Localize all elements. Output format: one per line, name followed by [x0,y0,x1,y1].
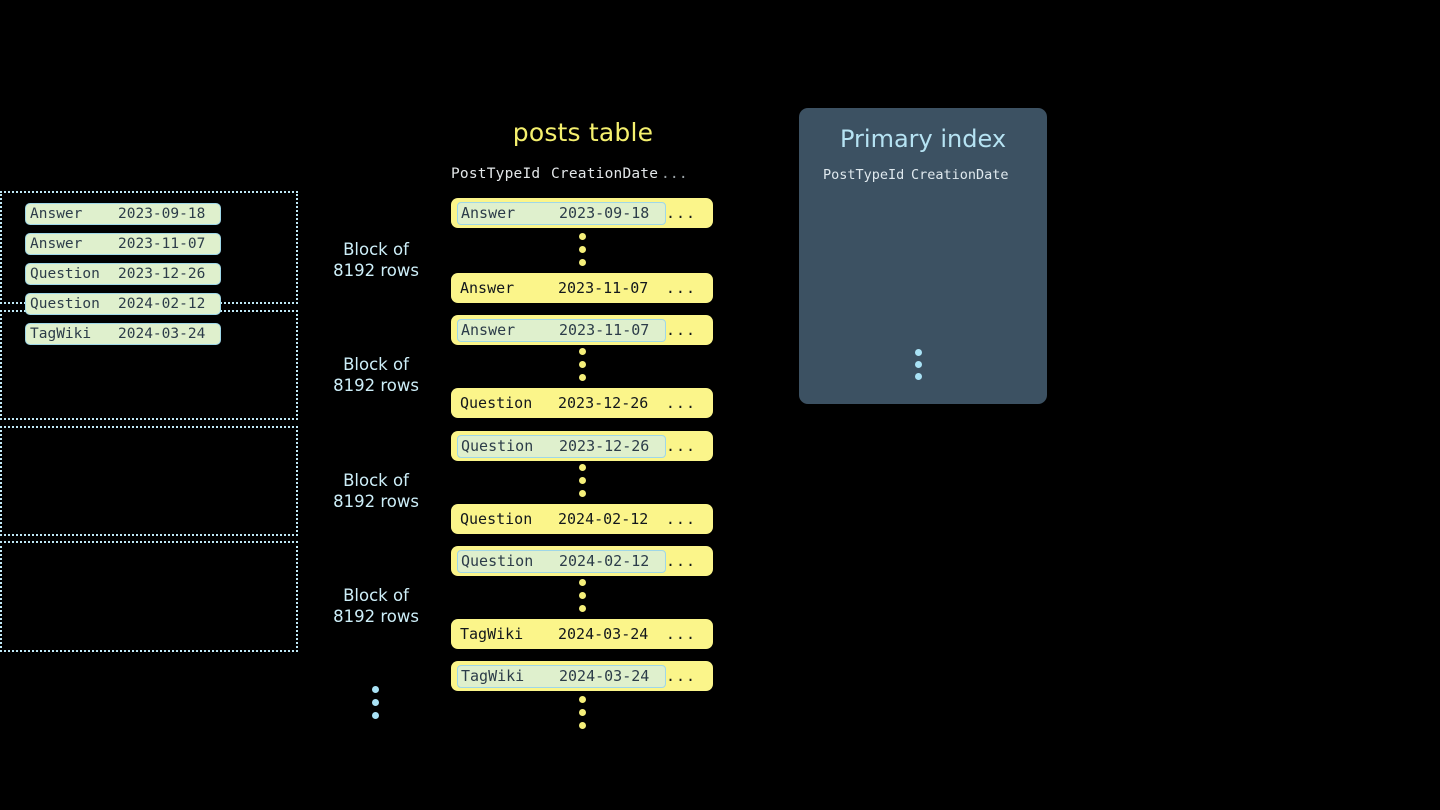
block-label-1: Block of 8192 rows [296,239,456,281]
table-row: Answer 2023-11-07 ... [451,315,713,345]
row-highlight-box: TagWiki 2024-03-24 [457,664,666,688]
cell-posttypeid: Question [460,510,533,528]
block-label-3-line2: 8192 rows [333,492,419,511]
column-header-ellipsis: ... [661,166,688,182]
row-continuation-dots [575,464,589,497]
index-cell-creationdate: 2024-02-12 [118,296,206,312]
posts-table-title: posts table [512,118,654,147]
index-cell-creationdate: 2023-09-18 [118,206,206,222]
cell-creationdate: 2024-03-24 [559,667,650,685]
row-continuation-dots [575,233,589,266]
block-label-1-line2: 8192 rows [333,261,419,280]
cell-creationdate: 2023-12-26 [559,437,650,455]
primary-index-title: Primary index [839,125,1007,153]
cell-creationdate: 2023-12-26 [558,394,649,412]
index-cell-posttypeid: Answer [30,236,83,252]
cell-posttypeid: Question [460,394,533,412]
block-label-2: Block of 8192 rows [296,354,456,396]
cell-creationdate: 2024-03-24 [558,625,649,643]
index-cell-posttypeid: TagWiki [30,326,92,342]
index-row: Answer 2023-11-07 [25,233,221,255]
table-row: Question 2024-02-12 ... [451,546,713,576]
index-cell-creationdate: 2024-03-24 [118,326,206,342]
index-cell-posttypeid: Answer [30,206,83,222]
cell-posttypeid: Answer [460,279,515,297]
index-cell-posttypeid: Question [30,296,100,312]
cell-creationdate: 2023-11-07 [559,321,650,339]
column-header-creationdate: CreationDate [551,166,659,182]
cell-creationdate: 2023-09-18 [559,204,650,222]
index-row: TagWiki 2024-03-24 [25,323,221,345]
block-label-4-line1: Block of [343,586,409,605]
index-row: Answer 2023-09-18 [25,203,221,225]
block-label-3: Block of 8192 rows [296,470,456,512]
table-row: Answer 2023-09-18 ... [451,198,713,228]
cell-posttypeid: Question [461,437,534,455]
row-plain-box: Question 2023-12-26 [457,392,664,415]
row-plain-box: TagWiki 2024-03-24 [457,623,664,646]
cell-ellipsis: ... [665,394,696,412]
cell-ellipsis: ... [666,437,697,455]
table-row: Question 2024-02-12 ... [451,504,713,534]
index-cell-posttypeid: Question [30,266,100,282]
cell-ellipsis: ... [666,552,697,570]
row-highlight-box: Question 2023-12-26 [457,434,666,458]
cell-posttypeid: Answer [461,321,516,339]
cell-posttypeid: Answer [461,204,516,222]
index-cell-creationdate: 2023-12-26 [118,266,206,282]
block-label-3-line1: Block of [343,471,409,490]
primary-index-column-headers: PostTypeId CreationDate [823,167,1033,183]
table-row: Question 2023-12-26 ... [451,388,713,418]
posts-table-column-headers: PostTypeId CreationDate ... [451,166,733,182]
block-label-2-line2: 8192 rows [333,376,419,395]
index-column-header-creationdate: CreationDate [911,167,1009,183]
index-column-header-posttypeid: PostTypeId [823,167,905,183]
cell-posttypeid: TagWiki [461,667,525,685]
cell-posttypeid: Question [461,552,534,570]
cell-ellipsis: ... [665,510,696,528]
index-cell-creationdate: 2023-11-07 [118,236,206,252]
row-plain-box: Question 2024-02-12 [457,508,664,531]
cell-ellipsis: ... [666,204,697,222]
cell-ellipsis: ... [666,321,697,339]
row-continuation-dots [575,579,589,612]
blocks-continuation-dots [368,686,382,719]
block-container-3 [0,426,298,536]
cell-posttypeid: TagWiki [460,625,524,643]
row-continuation-dots [575,348,589,381]
column-header-posttypeid: PostTypeId [451,166,541,182]
block-container-4 [0,541,298,652]
posts-table-section: posts table PostTypeId CreationDate ... [433,118,733,182]
row-plain-box: Answer 2023-11-07 [457,277,664,300]
cell-ellipsis: ... [665,279,696,297]
cell-ellipsis: ... [665,625,696,643]
index-continuation-dots [915,349,922,380]
block-label-1-line1: Block of [343,240,409,259]
table-row: Question 2023-12-26 ... [451,431,713,461]
row-highlight-box: Answer 2023-09-18 [457,201,666,225]
table-continuation-dots [575,696,589,729]
block-label-2-line1: Block of [343,355,409,374]
cell-ellipsis: ... [666,667,697,685]
row-highlight-box: Answer 2023-11-07 [457,318,666,342]
table-row: TagWiki 2024-03-24 ... [451,661,713,691]
block-label-4-line2: 8192 rows [333,607,419,626]
primary-index-panel: Primary index PostTypeId CreationDate [799,108,1047,404]
table-row: TagWiki 2024-03-24 ... [451,619,713,649]
cell-creationdate: 2023-11-07 [558,279,649,297]
row-highlight-box: Question 2024-02-12 [457,549,666,573]
index-row: Question 2024-02-12 [25,293,221,315]
index-row: Question 2023-12-26 [25,263,221,285]
table-row: Answer 2023-11-07 ... [451,273,713,303]
block-label-4: Block of 8192 rows [296,585,456,627]
cell-creationdate: 2024-02-12 [559,552,650,570]
cell-creationdate: 2024-02-12 [558,510,649,528]
